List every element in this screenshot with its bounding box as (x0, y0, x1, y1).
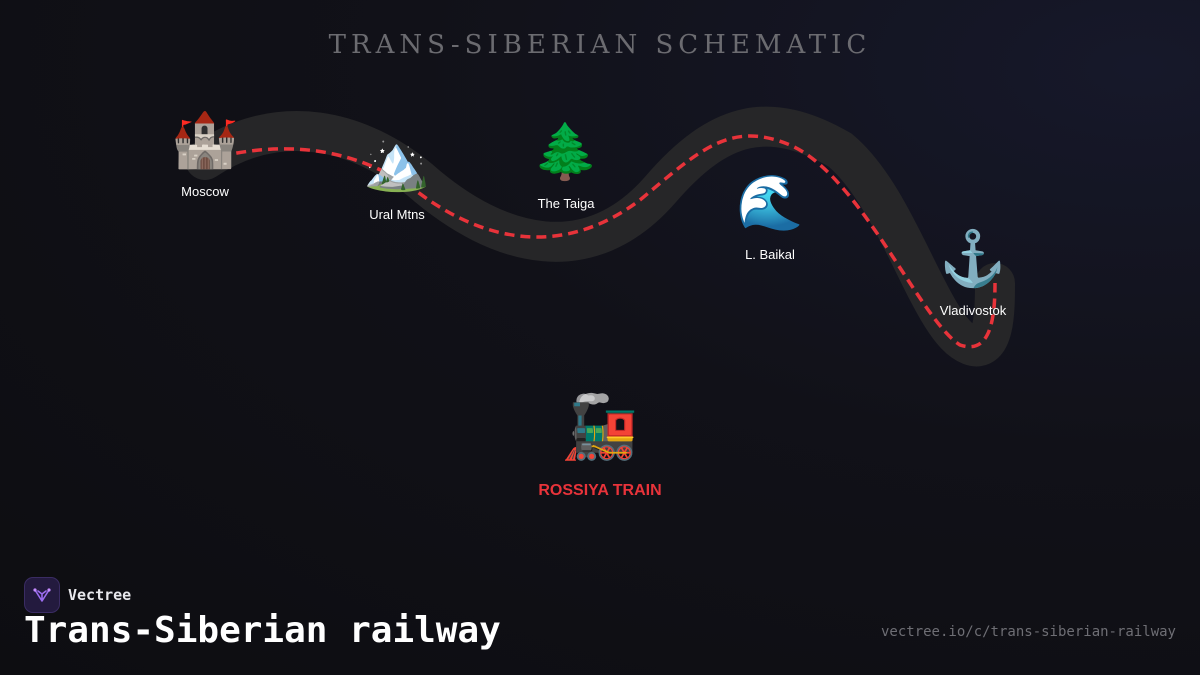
castle-icon: 🏰 (171, 110, 239, 170)
brand: Vectree (24, 577, 131, 613)
station-label: Vladivostok (939, 303, 1007, 318)
locomotive-icon: 🚂 (561, 393, 639, 462)
station-vladivostok: ⚓ Vladivostok (913, 229, 1033, 318)
mountain-icon: 🏔️ (363, 133, 431, 193)
station-baikal: 🌊 L. Baikal (710, 173, 830, 262)
station-label: L. Baikal (745, 247, 795, 262)
station-label: Ural Mtns (369, 207, 425, 222)
station-ural: 🏔️ Ural Mtns (337, 133, 457, 222)
diagram-title: TRANS-SIBERIAN SCHEMATIC (328, 30, 872, 60)
track-bed (185, 106, 1015, 367)
train-label: ROSSIYA TRAIN (538, 482, 662, 499)
source-url[interactable]: vectree.io/c/trans-siberian-railway (880, 624, 1176, 640)
page-title: Trans-Siberian railway (24, 610, 501, 651)
station-label: The Taiga (537, 196, 595, 211)
anchor-icon: ⚓ (939, 229, 1007, 289)
station-label: Moscow (181, 184, 229, 199)
evergreen-tree-icon: 🌲 (532, 122, 600, 182)
train-marker: 🚂 ROSSIYA TRAIN (520, 392, 680, 500)
brand-name: Vectree (68, 586, 132, 604)
station-taiga: 🌲 The Taiga (506, 122, 626, 211)
route-line (204, 134, 997, 349)
wave-icon: 🌊 (736, 173, 804, 233)
station-moscow: 🏰 Moscow (145, 110, 265, 199)
vectree-logo-icon (24, 577, 60, 613)
